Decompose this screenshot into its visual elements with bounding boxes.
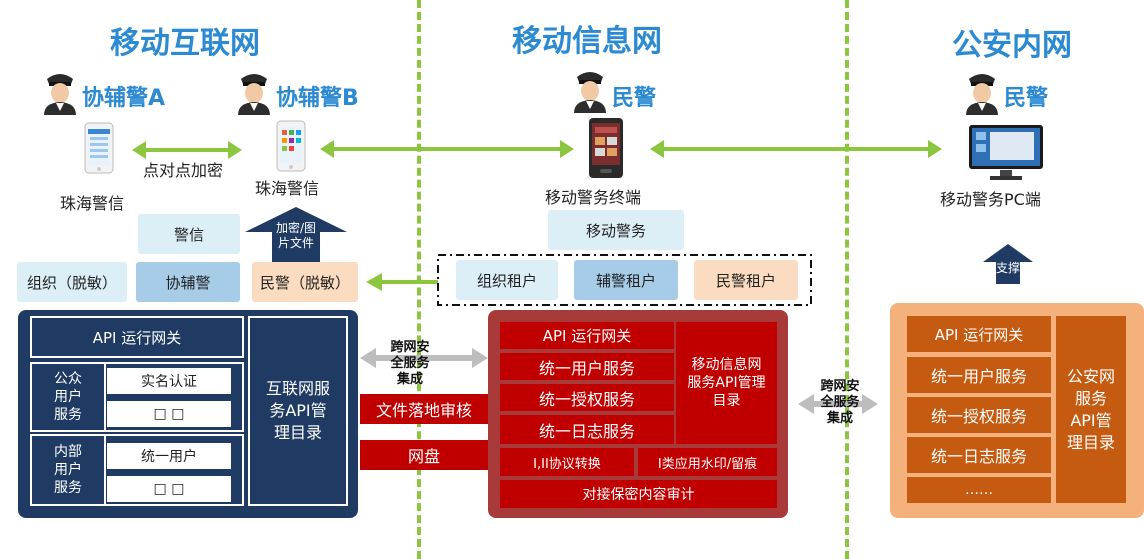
mobile-user-service: 统一用户服务 bbox=[500, 353, 674, 380]
arrowhead-icon bbox=[366, 273, 382, 291]
arrowhead-icon bbox=[320, 140, 334, 158]
desktop-monitor-icon bbox=[969, 125, 1043, 180]
box-police-tenant: 民警租户 bbox=[694, 260, 798, 300]
role-police-mid: 民警 bbox=[612, 86, 657, 111]
watermark-trace: I类应用水印/留痕 bbox=[638, 448, 777, 476]
mobile-terminal-icon bbox=[589, 118, 623, 178]
arrowhead-icon bbox=[560, 140, 574, 158]
arrowhead-icon bbox=[228, 141, 242, 159]
arrowhead-icon bbox=[132, 141, 146, 159]
box-aux-police: 协辅警 bbox=[136, 262, 240, 302]
label-cross-net-left: 跨网安全服务集成 bbox=[390, 340, 430, 387]
arrowhead-icon bbox=[928, 140, 942, 158]
role-aux-b: 协辅警B bbox=[276, 86, 359, 111]
mobile-api-catalog: 移动信息网服务API管理目录 bbox=[676, 322, 777, 444]
arrowhead-icon bbox=[472, 348, 488, 368]
internet-api-catalog: 互联网服务API管理目录 bbox=[248, 316, 348, 506]
internal-user-service-label: 内部用户服务 bbox=[30, 434, 106, 506]
intranet-log-service: 统一日志服务 bbox=[907, 437, 1051, 473]
mobile-api-gateway: API 运行网关 bbox=[500, 322, 674, 349]
upload-arrow-icon bbox=[245, 207, 347, 272]
divider-right bbox=[845, 0, 849, 559]
internal-service-item: □ □ bbox=[107, 476, 231, 502]
protocol-convert: I,II协议转换 bbox=[500, 448, 634, 476]
unified-user-cell: 统一用户 bbox=[107, 443, 231, 469]
box-police-desensitized: 民警（脱敏） bbox=[252, 262, 358, 302]
title-internet: 移动互联网 bbox=[110, 26, 260, 61]
police-avatar-icon bbox=[44, 74, 76, 115]
police-avatar-icon bbox=[574, 72, 606, 113]
intranet-more: …… bbox=[907, 477, 1051, 503]
netdisk: 网盘 bbox=[360, 440, 488, 470]
arrowhead-icon bbox=[798, 394, 814, 414]
role-aux-a: 协辅警A bbox=[82, 86, 166, 111]
label-p2p-encryption: 点对点加密 bbox=[143, 161, 224, 180]
secret-content-audit: 对接保密内容审计 bbox=[500, 480, 777, 508]
device-label-pc-terminal: 移动警务PC端 bbox=[940, 190, 1041, 209]
role-police-right: 民警 bbox=[1004, 86, 1049, 111]
mobile-auth-service: 统一授权服务 bbox=[500, 384, 674, 411]
support-arrow-icon bbox=[983, 244, 1033, 284]
tenant-group-border bbox=[437, 254, 812, 306]
smartphone-icon bbox=[84, 122, 114, 174]
box-org-tenant: 组织租户 bbox=[456, 260, 558, 300]
title-mobile-info: 移动信息网 bbox=[512, 24, 662, 59]
intranet-api-catalog: 公安网服务API管理目录 bbox=[1056, 316, 1126, 503]
label-cross-net-right: 跨网安全服务集成 bbox=[820, 379, 860, 426]
box-org-desensitized: 组织（脱敏） bbox=[17, 262, 127, 302]
divider-left bbox=[417, 0, 421, 559]
realname-auth-cell: 实名认证 bbox=[107, 368, 231, 394]
arrowhead-icon bbox=[360, 348, 376, 368]
device-label-zhuhai-b: 珠海警信 bbox=[255, 179, 320, 198]
arrowhead-icon bbox=[650, 140, 664, 158]
label-encrypt-upload: 加密/图片文件 bbox=[275, 221, 317, 250]
title-police-intranet: 公安内网 bbox=[952, 28, 1072, 63]
label-support: 支撑 bbox=[996, 261, 1021, 275]
intranet-auth-service: 统一授权服务 bbox=[907, 397, 1051, 433]
file-landing-audit: 文件落地审核 bbox=[360, 394, 488, 424]
internet-api-gateway: API 运行网关 bbox=[30, 316, 244, 358]
box-mobile-police: 移动警务 bbox=[548, 210, 684, 250]
police-avatar-icon bbox=[966, 74, 998, 115]
intranet-user-service: 统一用户服务 bbox=[907, 357, 1051, 393]
public-user-service-label: 公众用户服务 bbox=[30, 362, 106, 432]
intranet-api-gateway: API 运行网关 bbox=[907, 316, 1051, 352]
device-label-zhuhai-a: 珠海警信 bbox=[60, 194, 125, 213]
police-avatar-icon bbox=[238, 74, 270, 115]
public-service-item: □ □ bbox=[107, 401, 231, 427]
smartphone-icon bbox=[276, 120, 306, 172]
box-aux-tenant: 辅警租户 bbox=[574, 260, 678, 300]
arrowhead-icon bbox=[862, 394, 878, 414]
box-jingxin: 警信 bbox=[138, 214, 240, 254]
mobile-log-service: 统一日志服务 bbox=[500, 415, 674, 444]
device-label-mobile-terminal: 移动警务终端 bbox=[545, 188, 642, 207]
